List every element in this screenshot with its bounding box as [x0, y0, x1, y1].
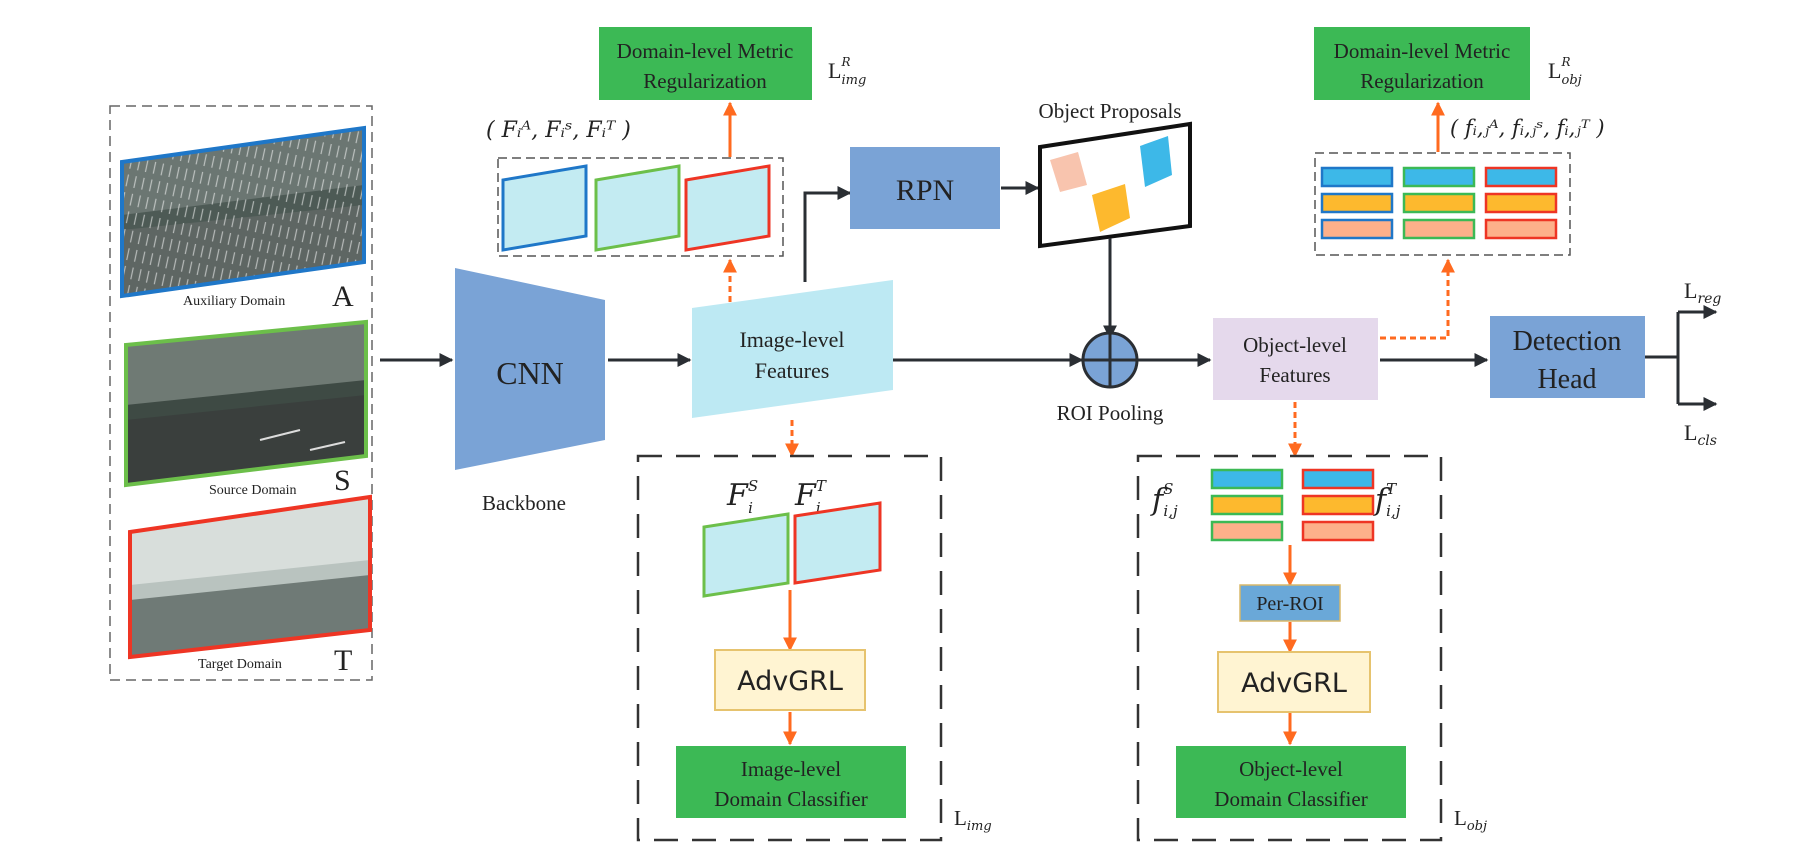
rpn-label: RPN [896, 174, 954, 207]
per-roi-box [1239, 584, 1341, 622]
object-proposals-label: Object Proposals [1039, 99, 1182, 123]
branch-roi-src-1 [1210, 468, 1284, 490]
image-features-set-box [497, 157, 784, 257]
loss-obj: Lobj [1454, 806, 1487, 834]
roi-grid [1320, 166, 1558, 240]
object-adversarial-branch-box [1136, 454, 1443, 842]
image-advgrl-label: AdvGRL [737, 666, 843, 697]
object-feature-tuple: ( fᵢ,ⱼᴬ, fᵢ,ⱼˢ, fᵢ,ⱼᵀ ) [1450, 116, 1605, 140]
branch-roi-tgt-3 [1301, 520, 1375, 542]
target-domain-image [128, 494, 372, 660]
image-metric-line2: Regularization [643, 69, 767, 93]
roi-aux-3 [1320, 218, 1394, 240]
image-metric-line1: Domain-level Metric [617, 39, 794, 63]
feature-map-auxiliary [501, 164, 588, 252]
object-advgrl-label: AdvGRL [1241, 668, 1347, 699]
detection-head-line2: Head [1537, 364, 1596, 395]
object-advgrl-box [1217, 651, 1371, 713]
object-features-line2: Features [1259, 363, 1330, 387]
object-classifier-line2: Domain Classifier [1214, 787, 1367, 811]
loss-reg: Lreg [1684, 278, 1721, 307]
input-domains-panel [109, 105, 373, 681]
loss-img: Limg [954, 806, 992, 834]
roi-tgt-2 [1484, 192, 1558, 214]
object-metric-regularization-box [1314, 27, 1530, 100]
branch-roi-tgt-2 [1301, 494, 1375, 516]
per-roi-label: Per-ROI [1256, 593, 1323, 615]
auxiliary-domain-image [120, 125, 366, 299]
roi-src-3 [1402, 218, 1476, 240]
object-metric-line2: Regularization [1360, 69, 1484, 93]
roi-tgt-1 [1484, 166, 1558, 188]
roi-aux-1 [1320, 166, 1394, 188]
roi-tgt-3 [1484, 218, 1558, 240]
auxiliary-domain-label: Auxiliary Domain [183, 294, 285, 309]
object-proposals-frame [1038, 121, 1192, 249]
object-domain-classifier-box [1176, 746, 1406, 818]
image-advgrl-box [714, 649, 866, 711]
image-level-features-block [692, 280, 893, 418]
branch-roi-src-2 [1210, 494, 1284, 516]
image-classifier-line2: Domain Classifier [714, 787, 867, 811]
arrow-features-to-rpn [803, 186, 852, 282]
image-features-line2: Features [755, 358, 830, 383]
object-classifier-line1: Object-level [1239, 757, 1343, 781]
backbone-caption: Backbone [482, 491, 566, 515]
feature-map-source [594, 164, 681, 252]
target-domain-letter: T [334, 644, 352, 677]
image-adversarial-branch-box [636, 454, 943, 842]
target-domain-label: Target Domain [198, 657, 282, 672]
cnn-backbone-block [455, 268, 605, 470]
source-domain-label: Source Domain [209, 483, 296, 498]
branch-roi-tgt-1 [1301, 468, 1375, 490]
object-metric-line1: Domain-level Metric [1334, 39, 1511, 63]
auxiliary-domain-letter: A [332, 280, 354, 313]
image-domain-classifier-box [676, 746, 906, 818]
image-feature-tuple: ( Fᵢᴬ, Fᵢˢ, Fᵢᵀ ) [486, 118, 631, 143]
image-branch-target-map [793, 501, 882, 585]
cnn-label: CNN [496, 355, 564, 391]
source-domain-image [124, 319, 368, 488]
detection-head-line1: Detection [1513, 326, 1622, 357]
object-level-features-block [1213, 318, 1378, 400]
feature-map-target [684, 164, 771, 252]
arrow-object-features-to-set [1380, 258, 1455, 340]
rpn-block [850, 147, 1000, 229]
detection-head-block [1490, 316, 1645, 398]
image-features-line1: Image-level [739, 327, 844, 352]
loss-cls: Lcls [1684, 420, 1717, 449]
object-features-set-box [1314, 152, 1571, 256]
branch-roi-src-3 [1210, 520, 1284, 542]
source-domain-letter: S [334, 464, 351, 497]
image-classifier-line1: Image-level [741, 757, 841, 781]
image-branch-source-map [702, 512, 790, 598]
roi-pooling-label: ROI Pooling [1057, 401, 1164, 425]
roi-aux-2 [1320, 192, 1394, 214]
object-branch-roi-grid [1210, 468, 1375, 542]
roi-src-2 [1402, 192, 1476, 214]
roi-pooling-node [1081, 331, 1139, 389]
object-features-line1: Object-level [1243, 333, 1347, 357]
image-metric-regularization-box [599, 27, 812, 100]
roi-src-1 [1402, 166, 1476, 188]
